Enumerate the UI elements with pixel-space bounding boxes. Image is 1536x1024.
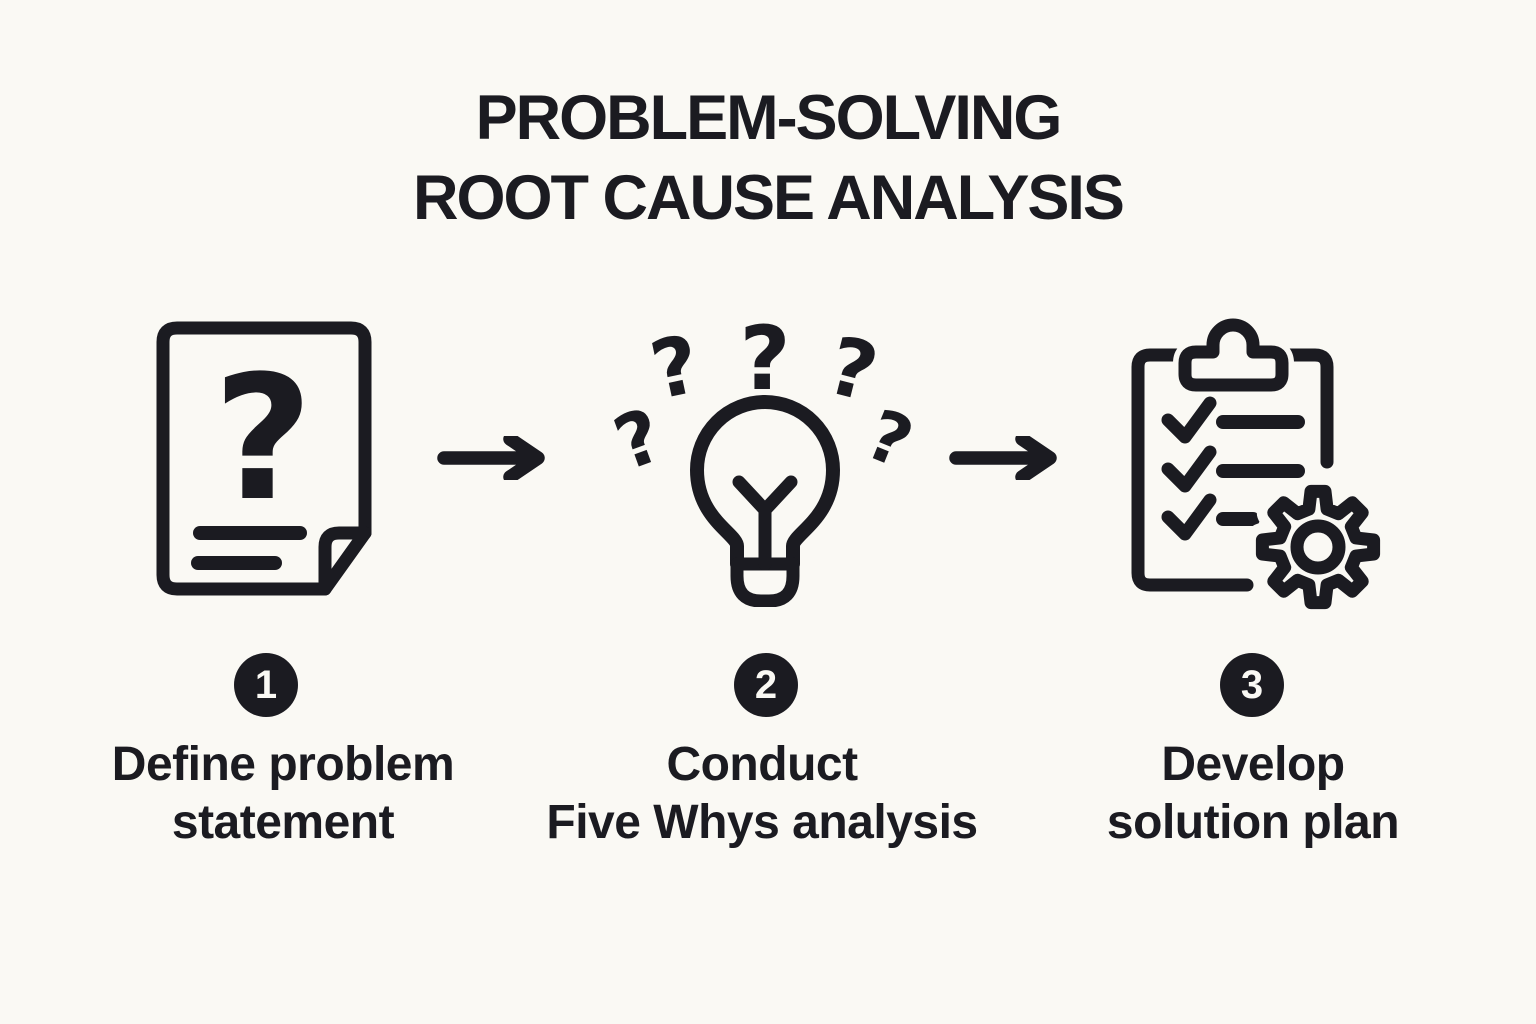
right-arrow-icon [437, 436, 545, 480]
bulb-filament [732, 475, 798, 571]
document-question-icon: ? [156, 321, 372, 596]
right-arrow-icon [949, 436, 1057, 480]
step-2-label-line1: Conduct [666, 738, 858, 791]
page-title: PROBLEM-SOLVING ROOT CAUSE ANALYSIS [0, 78, 1536, 238]
step-3-label: Develop solution plan [1033, 736, 1473, 852]
lightbulb-questions-icon: ? ? ? ? ? [605, 312, 924, 607]
page-title-line2: ROOT CAUSE ANALYSIS [413, 163, 1125, 233]
step-2-label: Conduct Five Whys analysis [522, 736, 1002, 852]
step-1-label-line1: Define problem [111, 738, 455, 791]
clipboard-clip [1178, 318, 1289, 392]
question-mark-glyph: ? [819, 319, 887, 420]
bulb-base [730, 557, 800, 607]
gear-hub [1290, 519, 1346, 575]
step-3-label-line1: Develop [1161, 738, 1345, 791]
checkmark-icon [1161, 493, 1217, 541]
folded-corner [318, 526, 372, 596]
step-3-number: 3 [1240, 663, 1264, 707]
step-2-label-line2: Five Whys analysis [546, 796, 978, 849]
bulb-outline [690, 395, 840, 571]
step-1-label: Define problem statement [63, 736, 503, 852]
step-1-badge: 1 [234, 653, 298, 717]
page-title-line1: PROBLEM-SOLVING [475, 83, 1063, 153]
clipboard-board [1131, 348, 1334, 592]
step-3-badge: 3 [1220, 653, 1284, 717]
checkmark-icon [1161, 396, 1217, 444]
step-1-number: 1 [254, 663, 278, 707]
gear-icon [1255, 484, 1381, 610]
step-3-label-line2: solution plan [1106, 796, 1400, 849]
checkmark-icon [1161, 445, 1217, 493]
step-1-label-line2: statement [171, 796, 395, 849]
question-mark-glyph: ? [643, 317, 708, 418]
question-mark-glyph: ? [739, 312, 790, 410]
step-2-badge: 2 [734, 653, 798, 717]
question-mark-glyph: ? [213, 338, 313, 539]
clipboard-gear-icon [1131, 313, 1390, 612]
step-2-number: 2 [754, 663, 778, 707]
